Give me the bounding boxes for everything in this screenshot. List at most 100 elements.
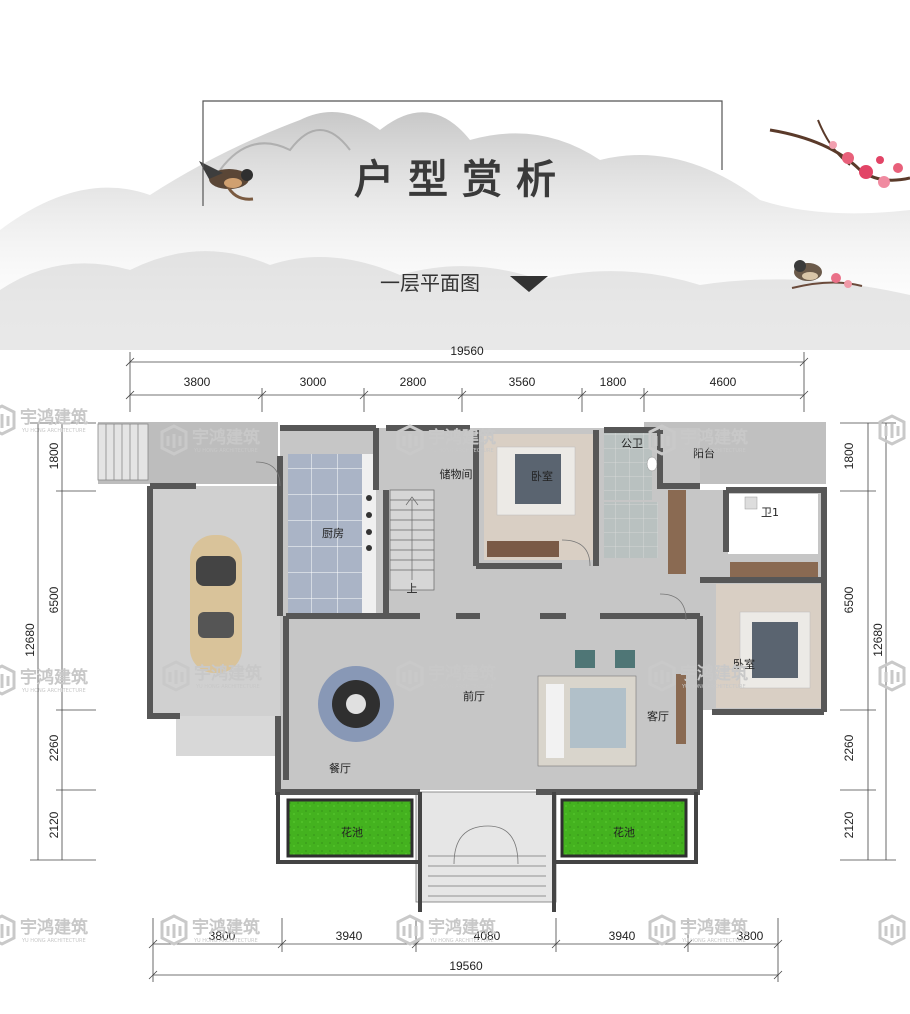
label-public-bath: 公卫 — [621, 437, 643, 450]
watermark-text: 宇鸿建筑 — [192, 917, 260, 938]
watermark-text: 宇鸿建筑 — [680, 917, 748, 938]
dim-left-3: 2260 — [47, 734, 61, 761]
page-title: 户型赏析 — [354, 156, 570, 203]
watermark-logo-icon — [162, 660, 190, 692]
bird-left-icon — [199, 161, 254, 201]
label-bath-1: 卫1 — [761, 506, 779, 519]
kitchen-floor — [288, 454, 362, 614]
bottom-dimensions: 3800 3940 4080 3940 3800 19560 — [209, 929, 764, 973]
watermark-subtext: YU HONG ARCHITECTURE — [429, 448, 494, 454]
public-bath — [604, 432, 652, 500]
staircase — [389, 489, 435, 591]
watermark-subtext: YU HONG ARCHITECTURE — [21, 688, 86, 694]
dim-left-total: 12680 — [23, 623, 37, 657]
watermark-subtext: YU HONG ARCHITECTURE — [429, 938, 494, 944]
watermark-logo-icon — [878, 914, 906, 946]
left-dimensions: 12680 1800 6500 2260 2120 — [23, 442, 61, 838]
watermark-logo-icon — [160, 424, 188, 456]
watermark-text: 宇鸿建筑 — [680, 663, 748, 684]
watermark-logo-icon — [878, 414, 906, 446]
watermark-subtext: YU HONG ARCHITECTURE — [681, 938, 746, 944]
dim-left-2: 6500 — [47, 586, 61, 613]
dim-bottom-total: 19560 — [449, 959, 483, 973]
dim-top-total: 19560 — [450, 344, 484, 358]
watermark-subtext: YU HONG ARCHITECTURE — [193, 938, 258, 944]
watermark-logo-icon — [878, 660, 906, 692]
watermark-text: 宇鸿建筑 — [680, 427, 748, 448]
top-dimensions: 19560 3800 3000 2800 3560 1800 4600 — [184, 344, 737, 389]
label-living: 客厅 — [647, 709, 669, 723]
walls — [147, 425, 827, 795]
watermark-text: 宇鸿建筑 — [428, 663, 496, 684]
watermark-subtext: YU HONG ARCHITECTURE — [193, 448, 258, 454]
label-dining: 餐厅 — [329, 761, 351, 775]
planter-right — [560, 798, 688, 858]
watermark-logo-icon — [396, 660, 424, 692]
label-planter-right: 花池 — [613, 826, 635, 839]
door-swings — [255, 461, 687, 865]
top-dimension-ticks — [125, 388, 809, 412]
watermark-text: 宇鸿建筑 — [192, 427, 260, 448]
watermark-subtext: YU HONG ARCHITECTURE — [195, 684, 260, 690]
watermark-subtext: YU HONG ARCHITECTURE — [681, 448, 746, 454]
watermark-logo-icon — [396, 914, 424, 946]
label-planter-left: 花池 — [341, 826, 363, 839]
label-storage: 储物间 — [440, 467, 473, 481]
dining-table — [318, 666, 394, 742]
living-sofa — [537, 650, 686, 767]
right-dimensions: 12680 1800 6500 2260 2120 — [842, 442, 885, 838]
watermark-text: 宇鸿建筑 — [194, 663, 262, 684]
dim-right-1: 1800 — [842, 442, 856, 469]
dim-bottom-4: 3940 — [609, 929, 636, 943]
watermark-subtext: YU HONG ARCHITECTURE — [681, 684, 746, 690]
dim-right-3: 2260 — [842, 734, 856, 761]
plan-subtitle: 一层平面图 — [380, 271, 480, 295]
label-bedroom-right: 卧室 — [733, 657, 755, 671]
rear-steps — [97, 423, 149, 481]
dim-right-2: 6500 — [842, 586, 856, 613]
dim-top-2: 3000 — [300, 375, 327, 389]
dim-bottom-3: 4080 — [474, 929, 501, 943]
watermark-logo-icon — [0, 664, 16, 696]
front-steps — [415, 791, 557, 903]
car-icon — [190, 535, 242, 673]
triangle-down-icon — [510, 276, 548, 292]
watermark-logo-icon — [648, 660, 676, 692]
wardrobe-top — [487, 541, 559, 557]
dim-right-total: 12680 — [871, 623, 885, 657]
planter-left — [286, 798, 414, 858]
watermark-text: 宇鸿建筑 — [20, 917, 88, 938]
label-bedroom-top: 卧室 — [531, 469, 553, 483]
garage-apron — [176, 716, 276, 756]
dim-bottom-5: 3800 — [737, 929, 764, 943]
label-balcony: 阳台 — [693, 446, 715, 460]
planter-walls — [276, 792, 698, 912]
title-frame — [202, 100, 723, 206]
label-kitchen: 厨房 — [322, 527, 344, 540]
watermark-text: 宇鸿建筑 — [428, 917, 496, 938]
corridor-wood — [668, 490, 686, 574]
watermark-logo-icon — [648, 424, 676, 456]
dim-top-3: 2800 — [400, 375, 427, 389]
bath-1 — [728, 494, 818, 554]
watermark-logo-icon — [0, 914, 16, 946]
watermark-logo-icon — [396, 424, 424, 456]
room-labels: 厨房 储物间 卧室 公卫 阳台 卫1 卧室 前厅 客厅 餐厅 花池 花池 上 — [322, 437, 779, 839]
dim-bottom-2: 3940 — [336, 929, 363, 943]
watermark-subtext: YU HONG ARCHITECTURE — [21, 428, 86, 434]
watermark-subtext: YU HONG ARCHITECTURE — [21, 938, 86, 944]
dim-top-5: 1800 — [600, 375, 627, 389]
watermark-logo-icon — [0, 404, 16, 436]
